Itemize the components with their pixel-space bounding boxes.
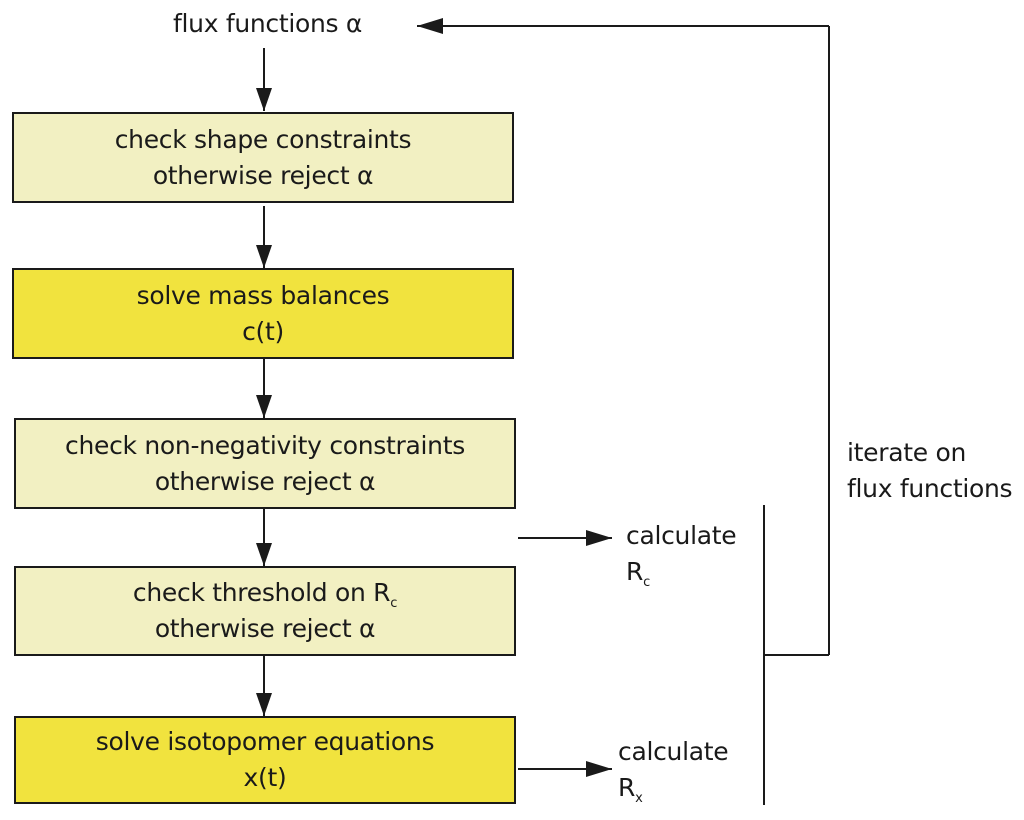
arrowhead-box2-to-box3: [256, 395, 272, 418]
step-3-line-2: otherwise reject α: [154, 466, 376, 496]
step-check-non-negativity: check non-negativity constraints otherwi…: [14, 418, 516, 509]
calculate-rx-symbol: Rx: [618, 773, 643, 806]
calculate-rx-label: calculate Rx: [618, 734, 729, 806]
arrowhead-box3-to-box4: [256, 543, 272, 566]
step-3-line-1: check non-negativity constraints: [65, 430, 465, 460]
rc-subscript: c: [643, 575, 650, 590]
rx-subscript: x: [635, 791, 643, 806]
arrowhead-loop-return: [417, 18, 443, 34]
calculate-rx-word: calculate: [618, 737, 729, 766]
step-check-shape-constraints: check shape constraints otherwise reject…: [12, 112, 514, 203]
step-solve-isotopomer-equations: solve isotopomer equations x(t): [14, 716, 516, 804]
step-1-line-1: check shape constraints: [114, 124, 412, 154]
iterate-label-line-1: iterate on: [847, 438, 966, 467]
calculate-rc-label: calculate Rc: [626, 518, 737, 590]
step-4-subscript: c: [390, 596, 398, 611]
step-1-line-2: otherwise reject α: [152, 160, 374, 190]
step-5-line-1: solve isotopomer equations: [95, 727, 435, 756]
step-2-line-1: solve mass balances: [136, 280, 390, 310]
calculate-rc-symbol: Rc: [626, 557, 650, 590]
arrowhead-to-calc-rc: [586, 530, 612, 546]
step-solve-mass-balances: solve mass balances c(t): [12, 268, 514, 359]
arrowhead-to-calc-rx: [586, 761, 612, 777]
arrowhead-box1-to-box2: [256, 245, 272, 268]
top-label-flux-functions: flux functions α: [173, 9, 363, 38]
step-check-threshold-rc: check threshold on Rc otherwise reject α: [14, 566, 516, 656]
iterate-label: iterate on flux functions: [847, 435, 1013, 507]
calculate-rc-word: calculate: [626, 521, 737, 550]
step-2-line-2: c(t): [242, 316, 284, 346]
arrowhead-box4-to-box5: [256, 693, 272, 716]
step-5-line-2: x(t): [243, 763, 287, 792]
iterate-label-line-2: flux functions: [847, 474, 1013, 503]
step-4-line-2: otherwise reject α: [154, 614, 376, 643]
arrowhead-top-to-box1: [256, 88, 272, 111]
step-4-line-1: check threshold on Rc: [132, 578, 398, 611]
